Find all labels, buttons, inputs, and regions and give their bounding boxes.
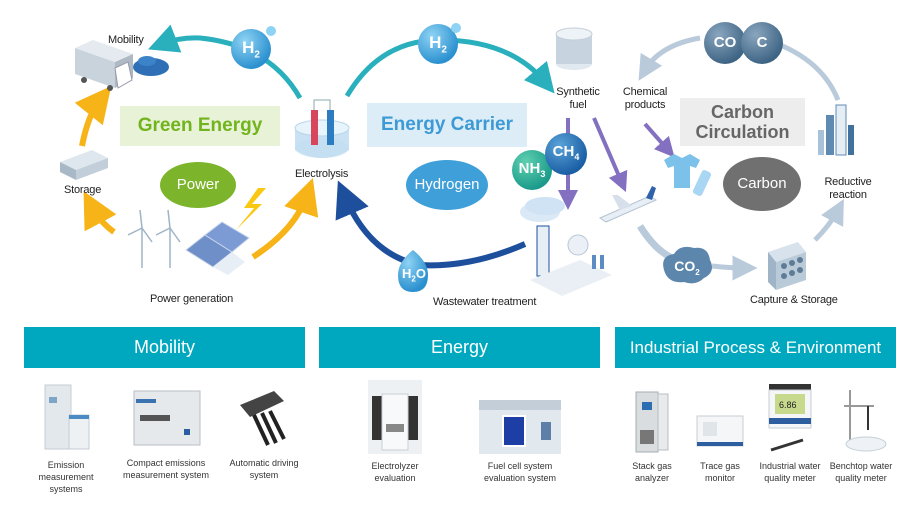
h2o-droplet-icon (398, 250, 428, 292)
green-energy-heading: Green Energy (120, 106, 280, 146)
driving-robot-image (240, 391, 286, 446)
chemical-products-icon (664, 154, 712, 196)
nh3-molecule-icon (512, 150, 552, 190)
fuel-cell-evaluation-image (479, 400, 561, 454)
emission-analyzer-image (44, 384, 90, 450)
h2-molecule-left-icon (231, 29, 271, 69)
electrolyzer-evaluation-image (368, 380, 422, 454)
refinery-icon (818, 104, 854, 156)
storage-battery-icon (60, 150, 108, 180)
category-header-energy: Energy (319, 327, 600, 368)
lightning-bolt-icon (236, 188, 266, 230)
hydrogen-carbon-cycle-diagram: H2 H2 H2O NH3 CH4 CO C CO2 Green Energy … (60, 22, 872, 308)
co-label: CO (713, 34, 737, 51)
cloud-icon (525, 197, 565, 215)
arrow-electrolysis-to-mobility (148, 24, 303, 100)
ch4-molecule-icon (545, 133, 587, 175)
storage-node-label: Storage (64, 184, 102, 196)
co-molecule-icon (704, 22, 746, 64)
capture-storage-unit-icon (768, 242, 806, 290)
industrial-water-meter-image: 6.86 (768, 384, 812, 452)
arrow-generation-to-storage (83, 191, 117, 235)
c-molecule-icon (741, 22, 783, 64)
solar-panel-icon (185, 221, 250, 275)
arrow-co2-to-capture (711, 255, 758, 281)
arrow-storage-to-mobility (74, 85, 112, 147)
h2-center-label: H2 (429, 33, 447, 56)
benchtop-water-meter-image (844, 390, 887, 452)
category-header-mobility: Mobility (24, 327, 305, 368)
wind-turbine-icon (127, 209, 181, 268)
ch4-label: CH4 (552, 143, 580, 162)
mobility-node-label: Mobility (108, 34, 144, 46)
arrow-chemical-to-products (643, 122, 675, 158)
arrow-airplane-to-co2 (637, 224, 674, 262)
category-header-industrial: Industrial Process & Environment (615, 327, 896, 368)
nh3-label: NH3 (518, 160, 546, 179)
synthetic-fuel-tank-icon (555, 27, 593, 70)
trace-gas-monitor-image (696, 415, 744, 447)
electrolysis-tank-icon (294, 99, 350, 158)
carbon-ellipse: Carbon (723, 157, 801, 211)
energy-carrier-heading: Energy Carrier (367, 103, 527, 147)
hydrogen-ellipse: Hydrogen (406, 160, 488, 210)
arrow-synthetic-fuel-to-airplane (592, 117, 628, 193)
stack-gas-analyzer-image (635, 391, 669, 453)
compact-emissions-analyzer-image (133, 390, 201, 446)
c-label: C (756, 34, 768, 51)
capture-storage-label: Capture & Storage (750, 294, 838, 306)
airplane-icon (598, 186, 658, 223)
arrow-generation-to-electrolysis (251, 177, 319, 260)
wastewater-treatment-label: Wastewater treatment (433, 296, 537, 308)
wastewater-plant-icon (520, 202, 612, 296)
h2-left-label: H2 (242, 38, 260, 61)
h2-molecule-center-icon (418, 24, 458, 64)
truck-car-icon (75, 40, 169, 91)
co2-cloud-icon (663, 246, 712, 284)
cycle-arrows (60, 22, 854, 296)
power-ellipse: Power (160, 162, 236, 208)
carbon-circulation-heading: Carbon Circulation (680, 98, 805, 146)
electrolysis-label: Electrolysis (295, 168, 349, 180)
h2o-label: H2O (402, 266, 426, 284)
arrow-capture-to-reductive (813, 198, 844, 242)
power-generation-label: Power generation (150, 293, 234, 305)
co2-label: CO2 (674, 258, 700, 277)
meter-display-value: 6.86 (779, 400, 797, 410)
